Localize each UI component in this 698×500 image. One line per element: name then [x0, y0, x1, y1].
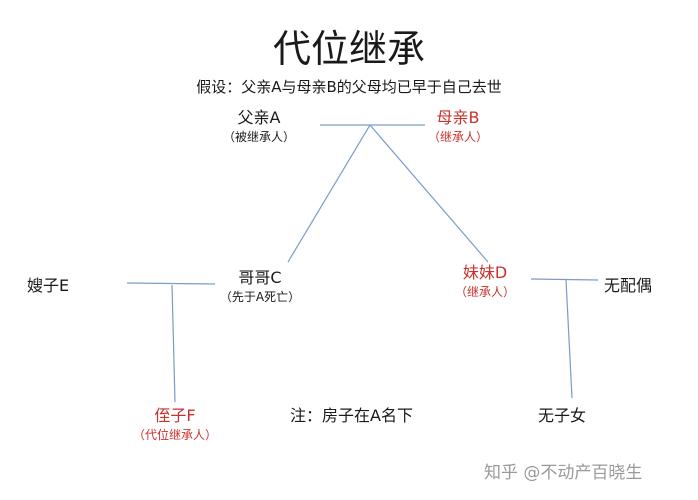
person-brother-c: 哥哥C （先于A死亡） — [205, 264, 315, 305]
person-sister-in-law-e: 嫂子E — [27, 276, 70, 295]
person-mother-b: 母亲B （继承人） — [408, 104, 508, 145]
person-sister-d: 妹妹D （继承人） — [435, 259, 535, 300]
person-role: （继承人） — [427, 130, 488, 144]
line-ab-to-d — [369, 124, 489, 263]
diagram-subtitle: 假设：父亲A与母亲B的父母均已早于自己去世 — [196, 78, 502, 96]
person-name: 哥哥C — [238, 268, 282, 287]
person-role: （先于A死亡） — [219, 290, 301, 304]
diagram-title: 代位继承 — [272, 27, 425, 71]
person-name: 母亲B — [436, 108, 480, 127]
person-no-spouse: 无配偶 — [604, 276, 653, 295]
person-name: 父亲A — [237, 108, 281, 127]
person-no-children: 无子女 — [538, 406, 587, 425]
line-ce-to-f — [171, 284, 176, 403]
person-nephew-f: 侄子F （代位继承人） — [115, 402, 235, 443]
watermark: 知乎 @不动产百晓生 — [484, 463, 643, 483]
marriage-line-ce — [126, 282, 216, 285]
person-role: （被继承人） — [222, 130, 295, 144]
marriage-line-d — [530, 278, 599, 281]
person-name: 侄子F — [154, 406, 196, 425]
person-father-a: 父亲A （被继承人） — [204, 104, 314, 145]
person-name: 妹妹D — [462, 263, 508, 282]
line-ab-to-c — [287, 124, 371, 263]
person-role: （代位继承人） — [132, 428, 217, 442]
person-role: （继承人） — [454, 285, 515, 299]
line-d-to-children — [565, 279, 573, 399]
diagram-note: 注：房子在A名下 — [290, 406, 413, 425]
